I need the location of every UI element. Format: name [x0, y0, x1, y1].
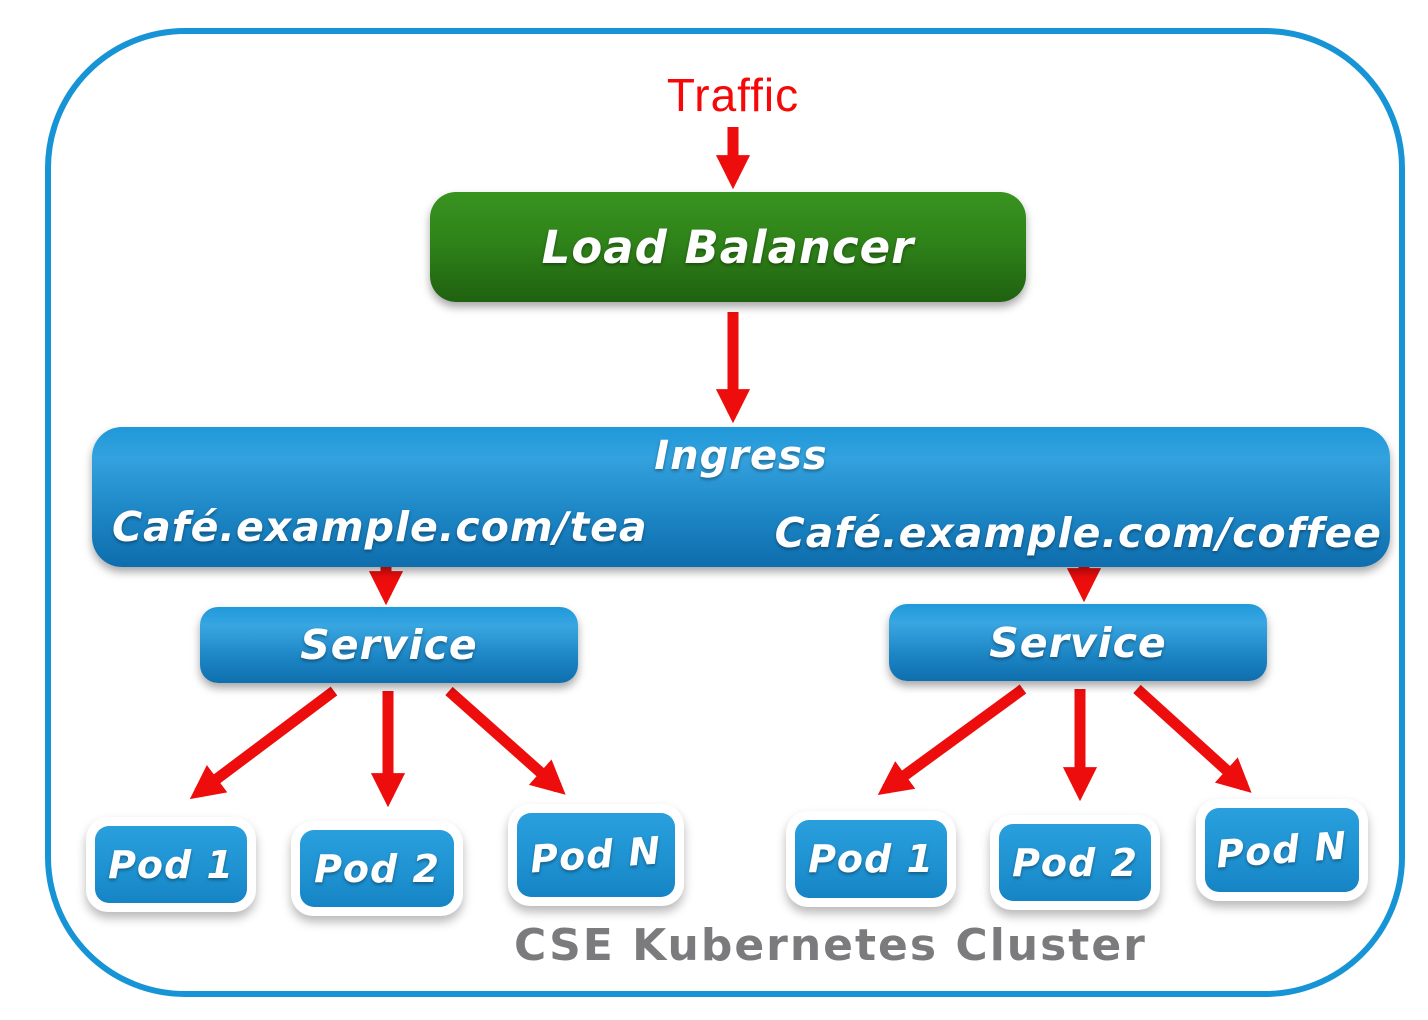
- pod-node-right-n: Pod N: [1196, 799, 1368, 901]
- service-node-left: Service: [200, 607, 578, 683]
- service-right-label: Service: [989, 618, 1167, 667]
- pod-label: Pod N: [1215, 823, 1349, 877]
- load-balancer-label: Load Balancer: [541, 220, 915, 274]
- service-node-right: Service: [889, 604, 1267, 681]
- pod-node-right-2: Pod 2: [990, 815, 1160, 910]
- cluster-boundary: [45, 28, 1405, 997]
- pod-label: Pod N: [529, 828, 663, 882]
- ingress-rule-coffee: Café.example.com/coffee: [774, 509, 1382, 557]
- load-balancer-node: Load Balancer: [430, 192, 1026, 302]
- pod-node-left-n: Pod N: [508, 804, 684, 906]
- traffic-label: Traffic: [666, 69, 800, 121]
- service-left-label: Service: [300, 621, 478, 669]
- pod-label: Pod 2: [314, 846, 440, 891]
- cluster-title: CSE Kubernetes Cluster: [514, 920, 1147, 971]
- ingress-rule-tea: Café.example.com/tea: [112, 503, 648, 551]
- pod-label: Pod 2: [1012, 840, 1138, 885]
- pod-node-left-2: Pod 2: [291, 821, 463, 916]
- pod-node-right-1: Pod 1: [786, 811, 956, 907]
- pod-label: Pod 1: [808, 837, 934, 881]
- ingress-node: Ingress Café.example.com/tea Café.exampl…: [92, 427, 1390, 567]
- ingress-label: Ingress: [654, 433, 828, 479]
- pod-label: Pod 1: [108, 842, 234, 887]
- pod-node-left-1: Pod 1: [86, 817, 256, 912]
